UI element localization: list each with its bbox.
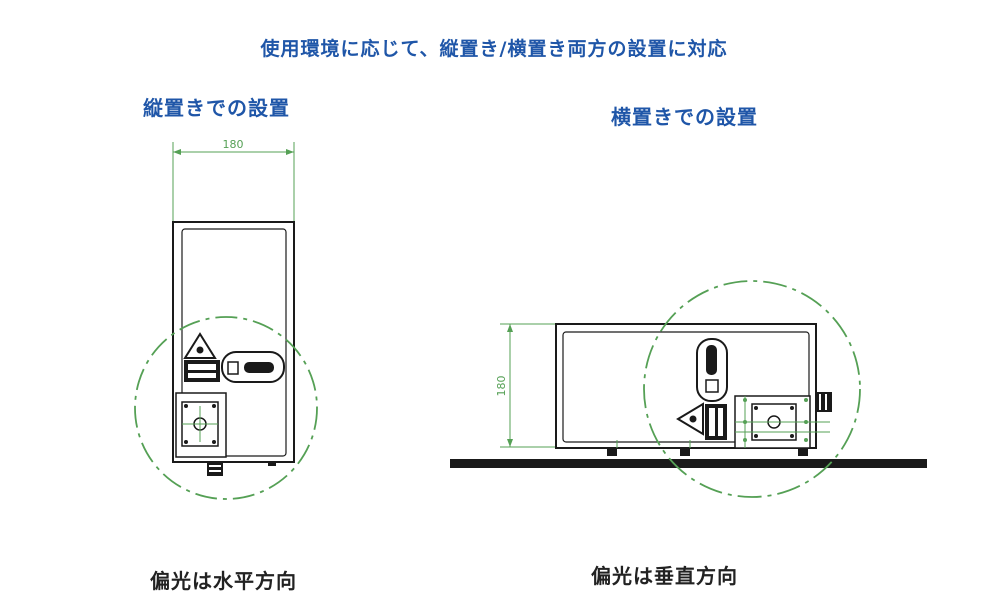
cable-gland	[207, 462, 223, 476]
horizontal-body	[555, 323, 817, 449]
laser-burst-icon	[196, 346, 204, 354]
horizontal-caption: 偏光は垂直方向	[591, 564, 738, 588]
height-dimension-label: 180	[495, 376, 508, 397]
label-plate-text-area	[188, 364, 216, 370]
vertical-body-inner	[181, 228, 287, 457]
width-dimension-label: 180	[223, 138, 244, 151]
vertical-unit-drawing: 180	[134, 138, 318, 500]
page-title: 使用環境に応じて、縦置き/横置き両方の設置に対応	[260, 38, 728, 60]
vertical-heading: 縦置きでの設置	[143, 96, 290, 120]
rotation-circle	[134, 316, 318, 500]
label-plate	[705, 404, 727, 440]
floor-surface	[450, 459, 927, 468]
dim-arrow-right	[286, 149, 294, 155]
horizontal-unit-drawing: 180	[450, 280, 927, 498]
dim-arrow-bottom	[507, 439, 513, 447]
foot	[607, 448, 617, 456]
connector-port-icon	[227, 361, 239, 375]
dim-arrow-left	[173, 149, 181, 155]
connector-socket-icon	[244, 362, 274, 373]
horizontal-body-inner	[562, 331, 810, 443]
label-plate-text-area	[709, 408, 715, 436]
foot	[680, 448, 690, 456]
laser-burst-icon	[689, 415, 697, 423]
label-plate-text-area-2	[718, 408, 723, 436]
laser-warning-icon	[183, 332, 217, 359]
rotation-circle	[643, 280, 861, 498]
vertical-caption: 偏光は水平方向	[150, 569, 297, 593]
connector-socket-icon	[706, 345, 717, 375]
horizontal-heading: 横置きでの設置	[611, 105, 758, 129]
label-plate-text-area-2	[188, 373, 216, 378]
connector-port-icon	[705, 379, 719, 393]
cable-gland	[816, 392, 832, 412]
dim-arrow-top	[507, 324, 513, 332]
foot	[268, 461, 276, 466]
label-plate	[184, 360, 220, 382]
foot	[798, 448, 808, 456]
